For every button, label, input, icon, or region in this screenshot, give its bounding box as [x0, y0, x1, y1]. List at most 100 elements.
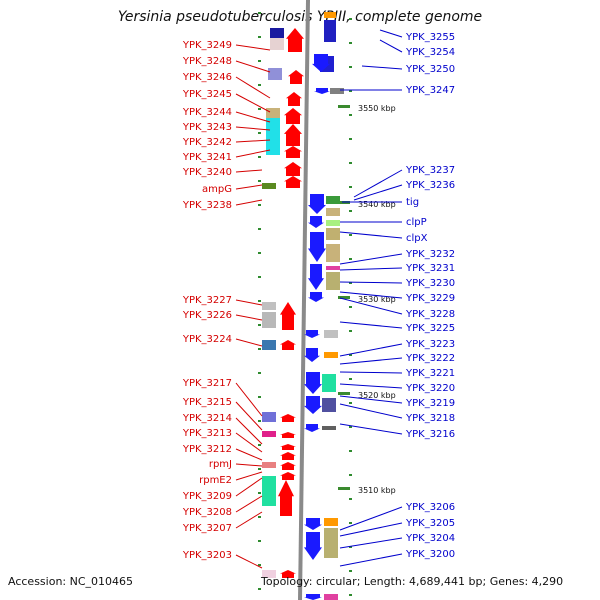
gene-box — [262, 412, 276, 422]
gene-box — [324, 518, 338, 526]
gene-arrow — [284, 146, 302, 158]
leader-line — [339, 253, 403, 265]
gene-box — [326, 228, 340, 240]
scale-label: 3540 kbp — [358, 200, 396, 209]
tick-mark — [349, 114, 352, 116]
gene-box — [262, 183, 276, 189]
gene-arrow — [280, 340, 296, 350]
gene-label: YPK_3223 — [405, 339, 455, 350]
gene-box — [324, 352, 338, 358]
gene-label: YPK_3248 — [182, 56, 232, 67]
gene-arrow — [308, 216, 324, 228]
gene-label: YPK_3220 — [405, 383, 455, 394]
accession-text: Accession: NC_010465 — [8, 575, 134, 588]
gene-label: YPK_3221 — [405, 368, 455, 379]
gene-label: YPK_3250 — [405, 64, 455, 75]
gene-label: YPK_3229 — [405, 293, 455, 304]
tick-mark — [258, 540, 261, 542]
tick-mark — [258, 564, 261, 566]
gene-box — [324, 528, 338, 558]
scale-tick — [338, 296, 350, 299]
gene-arrow — [280, 302, 296, 330]
gene-label: YPK_3222 — [405, 353, 455, 364]
gene-label: YPK_3240 — [182, 167, 232, 178]
gene-box — [262, 302, 276, 310]
leader-line — [235, 126, 271, 131]
leader-line — [235, 401, 263, 431]
gene-arrow — [314, 88, 330, 94]
gene-label: clpP — [406, 217, 427, 228]
tick-mark — [349, 162, 352, 164]
tick-mark — [349, 402, 352, 404]
leader-line — [235, 44, 271, 51]
gene-arrow — [304, 424, 320, 432]
leader-line — [339, 553, 403, 567]
left-labels: YPK_3249YPK_3248YPK_3246YPK_3245YPK_3244… — [182, 40, 271, 569]
tick-mark — [258, 180, 261, 182]
tick-mark — [258, 60, 261, 62]
gene-box — [324, 594, 338, 600]
gene-arrow — [312, 54, 330, 72]
gene-arrow — [304, 594, 322, 600]
gene-arrow — [280, 414, 296, 422]
gene-arrow — [280, 452, 296, 460]
leader-line — [235, 448, 263, 461]
leader-line — [235, 432, 263, 453]
gene-box — [324, 330, 338, 338]
leader-line — [235, 199, 263, 206]
leader-line — [339, 522, 403, 537]
leader-line — [339, 321, 403, 329]
gene-arrow — [286, 92, 302, 106]
tick-mark — [258, 348, 261, 350]
tick-mark — [349, 210, 352, 212]
gene-label: YPK_3215 — [182, 397, 232, 408]
gene-arrow — [280, 472, 296, 480]
leader-line — [235, 495, 263, 513]
tick-mark — [349, 522, 352, 524]
gene-label: ampG — [202, 184, 232, 195]
tick-mark — [258, 588, 261, 590]
gene-label: YPK_3255 — [405, 32, 455, 43]
gene-arrow — [308, 264, 324, 290]
tick-mark — [258, 516, 261, 518]
leader-line — [339, 297, 403, 315]
tick-mark — [258, 156, 261, 158]
gene-label: YPK_3208 — [182, 507, 232, 518]
gene-label: YPK_3224 — [182, 334, 232, 345]
tick-mark — [258, 84, 261, 86]
tick-mark — [258, 300, 261, 302]
gene-label: YPK_3244 — [182, 107, 232, 118]
gene-arrow — [304, 532, 322, 560]
leader-line — [235, 477, 263, 497]
gene-label: YPK_3209 — [182, 491, 232, 502]
tick-mark — [349, 258, 352, 260]
scale-tick — [338, 105, 350, 108]
gene-arrow — [308, 232, 326, 262]
right-labels: YPK_3255YPK_3254YPK_3250YPK_3247YPK_3237… — [339, 29, 455, 567]
gene-label: YPK_3225 — [405, 323, 455, 334]
scale-label: 3550 kbp — [358, 104, 396, 113]
leader-line — [235, 149, 271, 158]
leader-line — [235, 554, 263, 569]
gene-box — [262, 431, 276, 437]
gene-label: YPK_3236 — [405, 180, 455, 191]
leader-line — [235, 417, 263, 445]
gene-label: YPK_3237 — [405, 165, 455, 176]
tick-mark — [349, 66, 352, 68]
genome-backbone — [298, 0, 310, 600]
leader-line — [353, 169, 403, 198]
leader-line — [339, 537, 403, 549]
tick-mark — [349, 450, 352, 452]
tick-mark — [258, 276, 261, 278]
leader-line — [235, 60, 271, 73]
gene-label: YPK_3228 — [405, 309, 455, 320]
gene-label: YPK_3243 — [182, 122, 232, 133]
leader-line — [353, 184, 403, 201]
tick-mark — [258, 324, 261, 326]
right-genes — [304, 12, 344, 600]
genome-title: Yersinia pseudotuberculosis YPIII, compl… — [117, 9, 483, 25]
leader-line — [235, 299, 263, 306]
gene-box — [326, 196, 340, 204]
gene-label: rpmJ — [209, 459, 232, 470]
gene-box — [322, 374, 336, 392]
